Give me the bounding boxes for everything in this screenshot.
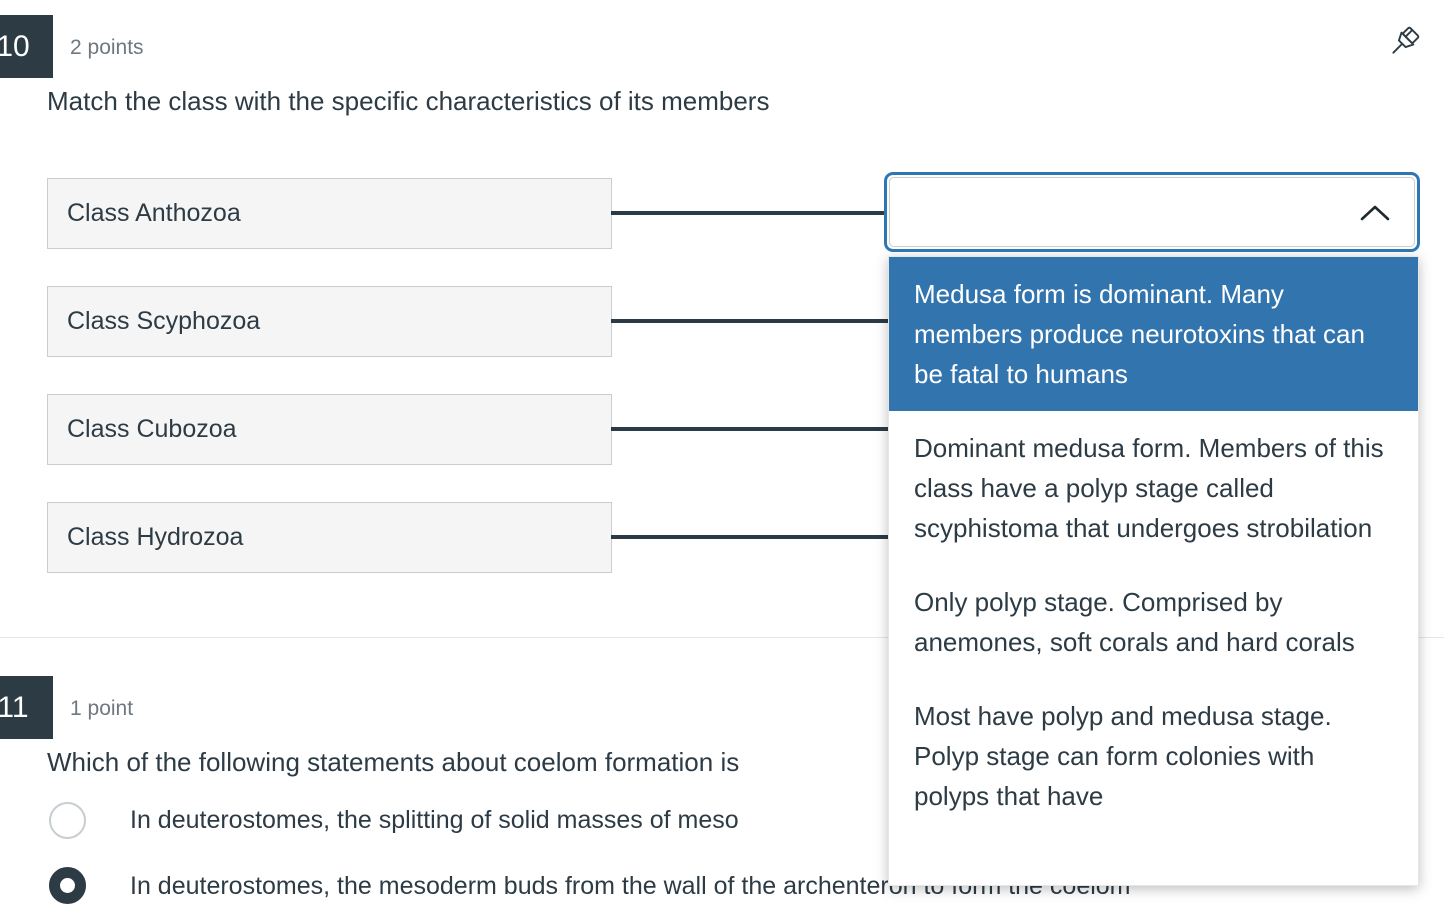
pin-icon[interactable] xyxy=(1382,22,1424,64)
question-title: Match the class with the specific charac… xyxy=(47,86,770,116)
match-item-label: Class Hydrozoa xyxy=(67,523,244,551)
question-number-badge: 10 xyxy=(0,15,53,78)
match-options-listbox: Medusa form is dominant. Many members pr… xyxy=(888,256,1419,886)
match-item-cubozoa: Class Cubozoa xyxy=(47,394,612,465)
match-item-anthozoa: Class Anthozoa xyxy=(47,178,612,249)
connector-line xyxy=(611,319,888,323)
radio-budding-option[interactable] xyxy=(49,867,86,904)
radio-splitting-option[interactable] xyxy=(49,802,86,839)
radio-label-splitting[interactable]: In deuterostomes, the splitting of solid… xyxy=(130,806,739,834)
connector-line xyxy=(611,535,888,539)
connector-line xyxy=(611,427,888,431)
dropdown-option-polyp-medusa[interactable]: Most have polyp and medusa stage. Polyp … xyxy=(914,701,1332,811)
dropdown-option-polyp-only[interactable]: Only polyp stage. Comprised by anemones,… xyxy=(914,587,1355,657)
match-item-label: Class Scyphozoa xyxy=(67,307,261,335)
match-item-hydrozoa: Class Hydrozoa xyxy=(47,502,612,573)
question-title: Which of the following statements about … xyxy=(47,747,740,777)
question-number: 11 xyxy=(0,690,29,724)
match-answer-select[interactable] xyxy=(884,172,1420,252)
match-select-value[interactable] xyxy=(889,177,1415,247)
match-item-label: Class Cubozoa xyxy=(67,415,237,443)
dropdown-option-scyphistoma[interactable]: Dominant medusa form. Members of this cl… xyxy=(914,433,1384,543)
question-number: 10 xyxy=(0,29,30,63)
match-item-label: Class Anthozoa xyxy=(67,199,241,227)
chevron-up-icon[interactable] xyxy=(1360,204,1390,222)
match-item-scyphozoa: Class Scyphozoa xyxy=(47,286,612,357)
question-number-badge: 11 xyxy=(0,676,53,739)
question-divider xyxy=(0,637,1444,638)
points-label: 1 point xyxy=(70,697,134,720)
connector-line xyxy=(611,211,888,215)
dropdown-option-hydrozoa-toxin[interactable]: Medusa form is dominant. Many members pr… xyxy=(889,257,1418,411)
points-label: 2 points xyxy=(70,36,144,59)
